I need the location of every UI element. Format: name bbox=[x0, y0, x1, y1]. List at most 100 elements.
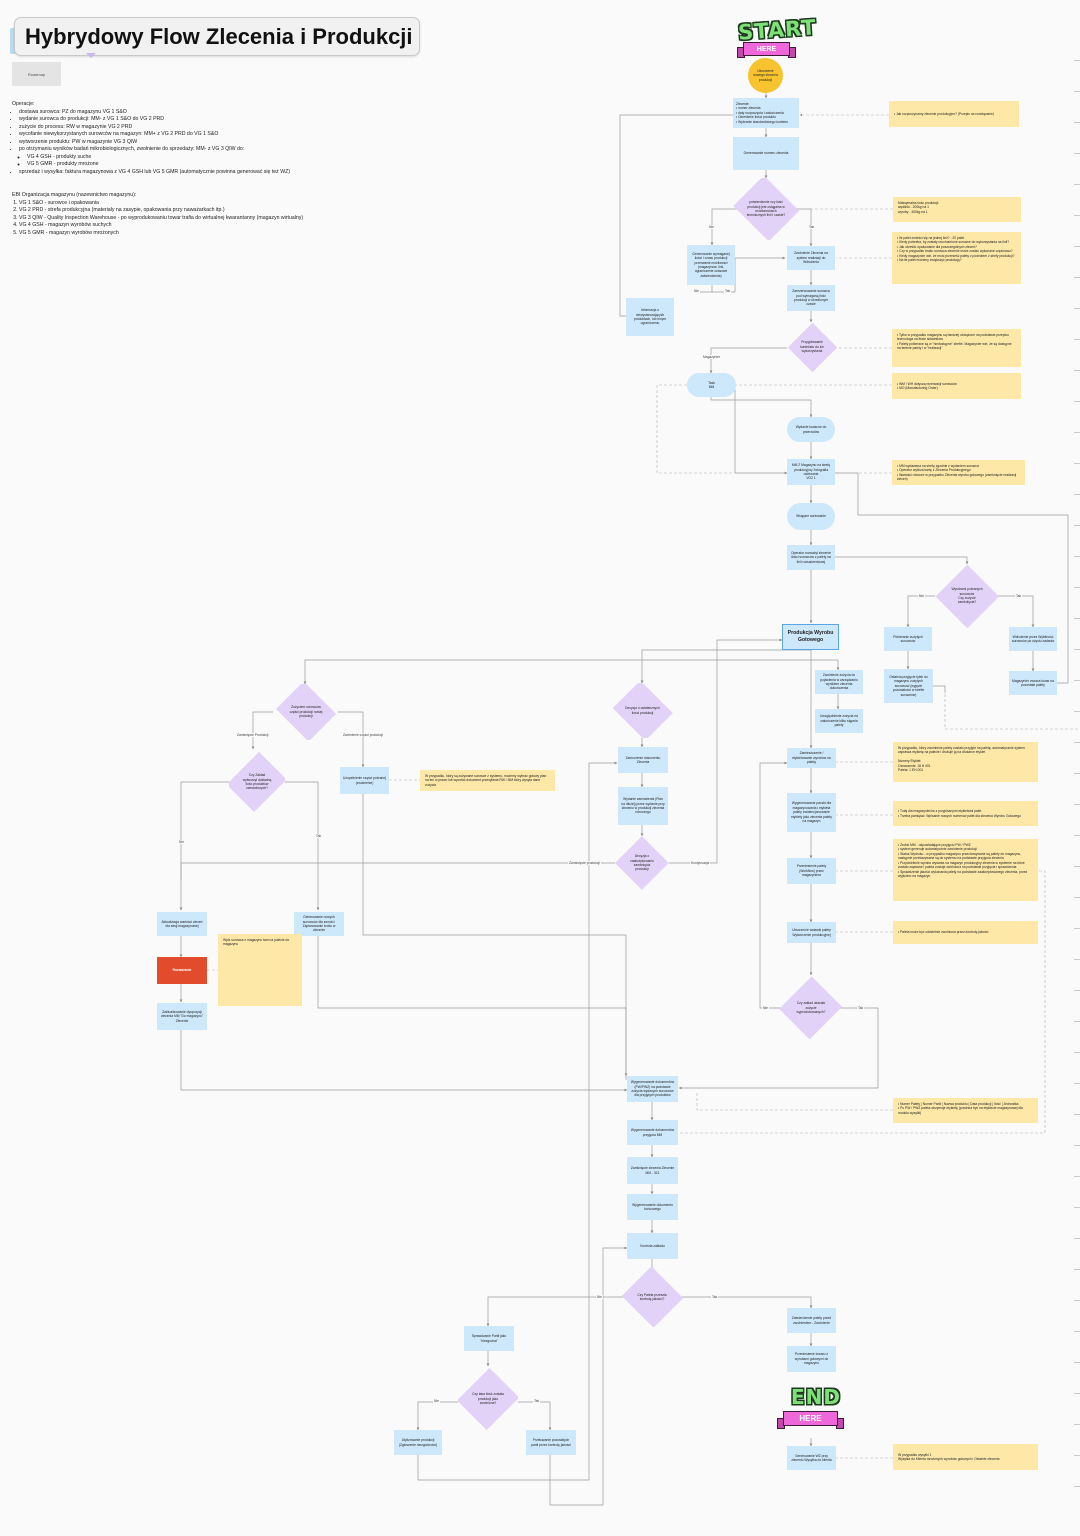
returns-to-pallets-node[interactable]: Magazynier zwraca towar na pozostałe pal… bbox=[1009, 671, 1057, 695]
move-to-warehouse-node[interactable]: Przeniesienie towaru z wyrobami gotowymi… bbox=[787, 1346, 836, 1372]
generate-pw-node[interactable]: Wygenerowanie dokumentów (PW/PWZ) na pod… bbox=[627, 1076, 678, 1102]
decision-text: Decyzja o ostatecznych ilości produkcji bbox=[625, 706, 660, 715]
sticky-note[interactable]: • MM wydawana na strefę zgodnie z wydani… bbox=[892, 460, 1025, 485]
edge-dashed bbox=[679, 870, 1046, 1134]
freeze-order-node[interactable]: Zamrożenie dokumentu Zlecenia bbox=[618, 747, 668, 773]
collect-used-node[interactable]: Pobieranie zużytych surowców bbox=[884, 627, 932, 651]
accept-close-decision[interactable]: Decyzja o zaakceptowaniu zamknięcia prod… bbox=[615, 836, 669, 890]
handover-node[interactable]: Przekazanie pozostałych partii przez kon… bbox=[526, 1430, 576, 1455]
move-pallet-node[interactable]: Przeniesienie palety (Workflow) przez ma… bbox=[787, 858, 836, 884]
release-order-node[interactable]: Zwolnienie Zlecenia na system realizacji… bbox=[787, 246, 835, 270]
warehouse-item: VG 4 GSH - magazyn wyrobów suchych bbox=[19, 222, 332, 230]
edge-dashed bbox=[933, 685, 1078, 730]
sticky-note[interactable]: W przypadku, który są zużywane surowce z… bbox=[420, 770, 555, 791]
sticky-note[interactable]: • Paleta może być oddzielnie zwolniona p… bbox=[893, 921, 1038, 944]
final-quantity-decision[interactable]: Decyzja o ostatecznych ilości produkcji bbox=[610, 683, 675, 738]
approve-pallet-node[interactable]: Zatwierdzenie palety przed zwolnieniem -… bbox=[787, 1308, 836, 1333]
sticky-note[interactable]: • Jak rozpoczynamy zlecenie produkcyjne?… bbox=[889, 101, 1019, 127]
edge bbox=[640, 649, 811, 684]
sticky-note[interactable]: Maksymalna ilość produkcji: wędlinki - 2… bbox=[893, 197, 1021, 222]
usage-decision[interactable]: Zużyciem surowców części produkcji nowej… bbox=[273, 684, 339, 740]
edge bbox=[303, 659, 838, 685]
alert-node[interactable]: Rozważanie bbox=[157, 957, 207, 984]
dispose-node[interactable]: Utylizowanie produkcji (Zgłoszenie niezg… bbox=[394, 1430, 442, 1455]
edge-label: Kontynuacja bbox=[690, 861, 711, 865]
capacity-planning-node[interactable]: Generowanie wymaganej ilości i czasu pro… bbox=[687, 245, 735, 285]
operation-item: po otrzymaniu wyników badań mikrobiologi… bbox=[19, 146, 332, 169]
partial-release-node[interactable]: Uzupełnienie części pobranej (zwolnienie… bbox=[340, 767, 389, 794]
new-materials-node[interactable]: Generowanie nowych surowców dla zwrotu i… bbox=[294, 912, 344, 936]
edge bbox=[416, 1401, 458, 1431]
start-node[interactable]: Utworzenie nowego zlecenia produkcji bbox=[748, 58, 783, 93]
usage-completion-node[interactable]: Uwzględnienie zużycia na zakończenie kil… bbox=[815, 709, 863, 733]
operation-item: wycofanie niewykorzystanych surowców na … bbox=[19, 131, 332, 139]
warehouse-list: EBI Organizacja magazynu (nazewnictwo ma… bbox=[12, 192, 332, 237]
edge-label: Nie bbox=[708, 225, 715, 229]
operation-item: sprzedaż i wysyłka: faktura magazynowa z… bbox=[19, 169, 332, 177]
sticky-note[interactable]: • Tutaj dla magazynierów z przypisanymi … bbox=[893, 801, 1038, 826]
return-surplus-node[interactable]: Wdrożenie przez Wybitność surowców po uż… bbox=[1009, 627, 1057, 651]
plant-output-decision[interactable]: Czy zakład ukazało zużycie wyprodukowany… bbox=[780, 975, 842, 1041]
transfer-mm-node[interactable]: MM Z Magazynu na strefę produkcyjną i fo… bbox=[787, 459, 835, 485]
sticky-note[interactable]: Wpis surowca z magazynu tam na palecie d… bbox=[218, 934, 302, 1006]
final-document-node[interactable]: Wygenerowanie dokumentu końcowego bbox=[627, 1194, 678, 1220]
edge bbox=[362, 794, 628, 1077]
generate-pack-node[interactable]: Wygenerowanie paczki dla magazynowania i… bbox=[787, 793, 836, 832]
edge bbox=[180, 1030, 628, 1092]
update-values-node[interactable]: Aktualizacja wartości zleceń dla sesji m… bbox=[157, 912, 207, 936]
close-order-node[interactable]: Zamknięcie zlecenia Zlecenie MM - 321 bbox=[627, 1157, 678, 1184]
decision-text: Zużyciem surowców części produkcji nowej… bbox=[289, 705, 323, 719]
sticky-note[interactable]: • Zrobić MM - odpowiadające przyjęciu PW… bbox=[893, 839, 1038, 901]
plant-control-node[interactable]: Kontrola zakładu bbox=[627, 1233, 678, 1259]
page-title-text: Hybrydowy Flow Zlecenia i Produkcji bbox=[25, 23, 413, 49]
production-node[interactable]: Produkcja Wyrobu Gotowego bbox=[782, 624, 839, 650]
title-accent bbox=[10, 28, 16, 54]
insufficient-info-node[interactable]: Informacja o niewystarczających produkta… bbox=[626, 298, 674, 336]
operator-node[interactable]: Operator rozważył zlecenie ilości surowc… bbox=[787, 545, 835, 570]
pallet-output-node[interactable]: Utworzenie wstawki palety Wytworzenie pr… bbox=[787, 922, 836, 943]
prepare-context-decision[interactable]: Przygotowanie kontekstu do ich wykorzyst… bbox=[787, 322, 837, 372]
sticky-note[interactable]: • Numer Palety | Numer Partii | Nazwa pr… bbox=[893, 1098, 1038, 1123]
operation-subitem: VG 5 GMR - produkty mrożone bbox=[27, 161, 332, 169]
issue-goods-node[interactable]: Wydanie towarów do przerzutów bbox=[787, 417, 835, 442]
order-details-node[interactable]: Zlecenie: • numer zlecenia • daty rozpoc… bbox=[733, 98, 799, 128]
last-receipt-node[interactable]: Ostatnia przyjęcie tyłek do magazynu zuż… bbox=[884, 669, 933, 703]
sticky-note[interactable]: W przypadku, który zwolnienie palety zos… bbox=[893, 742, 1038, 782]
update-dispatch-node[interactable]: Zaktualizowanie dyspozycji zlecenia MM "… bbox=[157, 1003, 207, 1030]
roadmap-tag[interactable]: Roadmap bbox=[12, 62, 61, 86]
edge-label: Nie bbox=[178, 840, 185, 844]
quality-decision[interactable]: Czy Paleta przeszła kontrolę jakości? bbox=[620, 1267, 684, 1327]
label-pallets-node[interactable]: Zamieszczenie / etykietowanie wyrobów na… bbox=[787, 748, 836, 768]
released-qty-decision[interactable]: Czy taka ilość została produkcji jako zw… bbox=[458, 1366, 518, 1432]
decision-text: Czy taka ilość została produkcji jako zw… bbox=[472, 1392, 504, 1406]
sorting-node[interactable]: Wstępne sortowanie bbox=[787, 503, 835, 530]
edge bbox=[518, 1401, 552, 1431]
sticky-note[interactable]: W przypadku wysyłki 1 Wysyłka do Klienta… bbox=[893, 1444, 1038, 1470]
nonconforming-node[interactable]: Sprawdzanie Partii jako "niezgodna" bbox=[464, 1326, 514, 1351]
issue-order-node[interactable]: Wydanie zamówienia (Plan na dłużej) prze… bbox=[618, 787, 668, 825]
materials-used-decision[interactable]: Wyrobami pobranych surowców Czy zużycie … bbox=[935, 564, 999, 628]
sticky-note[interactable]: • Tylko w przypadku magazynu są bardziej… bbox=[892, 329, 1021, 367]
operation-item: wydanie surowca do produkcji: MM- z VG 1… bbox=[19, 116, 332, 124]
edge bbox=[759, 761, 788, 1009]
release-usage-node[interactable]: Zwolnienie zużycia do pojawienia w zarzą… bbox=[815, 670, 863, 694]
start-ribbon: HERE bbox=[743, 42, 790, 56]
quantity-decision[interactable]: Czy Zakład wytworzył dokładną ilość prod… bbox=[229, 749, 285, 815]
edge-label: Tak bbox=[315, 834, 323, 838]
canvas-edge-markers bbox=[1074, 30, 1080, 1510]
sticky-note[interactable]: • Ile palet zmieści się na jednej linii?… bbox=[892, 232, 1021, 284]
edge-dashed bbox=[656, 384, 892, 474]
decision-text: Decyzja o zaakceptowaniu zamknięcia prod… bbox=[630, 854, 654, 872]
end-ribbon: HERE bbox=[783, 1411, 838, 1426]
operation-item: wytworzenie produktu: PW w magazynie VG … bbox=[19, 139, 332, 147]
capacity-decision[interactable]: potwierdzenie czy ilość produkcji jest o… bbox=[730, 178, 802, 240]
reserve-materials-node[interactable]: Zarezerwowanie surowca pod wymaganą iloś… bbox=[787, 285, 835, 311]
sticky-note[interactable]: • WM / WH dotyczą rezerwacji surowców • … bbox=[892, 373, 1021, 399]
edge bbox=[619, 114, 733, 318]
task-mm-node[interactable]: Task MM bbox=[687, 373, 736, 397]
edge bbox=[417, 761, 618, 1481]
order-number-node[interactable]: Generowanie numeru zlecenia bbox=[733, 137, 799, 170]
generate-wz-node[interactable]: Generowanie WZ przy zleceniu Wysyłka do … bbox=[787, 1446, 836, 1470]
receipt-docs-node[interactable]: Wygenerowanie dokumentów przyjęcia MM bbox=[627, 1120, 678, 1145]
page-title[interactable]: Hybrydowy Flow Zlecenia i Produkcji bbox=[14, 17, 420, 56]
